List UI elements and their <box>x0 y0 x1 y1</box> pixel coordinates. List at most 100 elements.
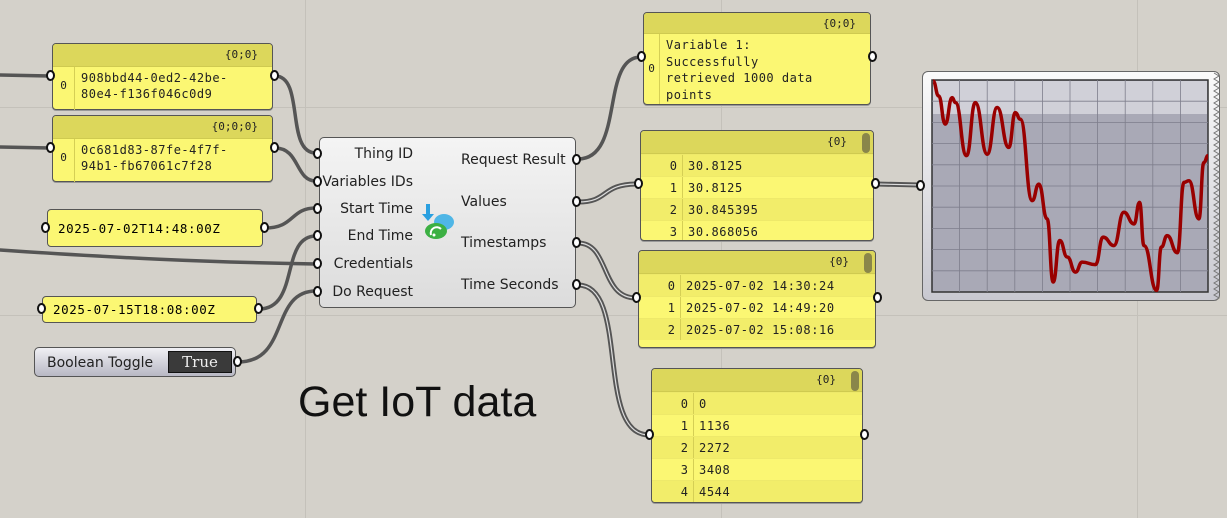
scrollbar[interactable] <box>862 133 870 153</box>
wire <box>273 74 318 155</box>
get-iot-data-component[interactable]: Thing ID Variables IDs Start Time End Ti… <box>319 137 576 308</box>
wire <box>0 73 52 78</box>
item-value: 30.8125 <box>688 180 743 195</box>
group-title: Get IoT data <box>298 378 537 426</box>
panel-path-header: {0;0} <box>644 13 870 34</box>
path-label: {0} <box>829 255 849 268</box>
output-port[interactable] <box>572 154 581 165</box>
input-port[interactable] <box>37 303 46 314</box>
output-port[interactable] <box>860 429 869 440</box>
item-index: 1 <box>639 297 681 318</box>
input-port[interactable] <box>313 203 322 214</box>
panel-path-header: {0} <box>652 369 862 392</box>
variable-id-line1: 0c681d83-87fe-4f7f- <box>81 143 228 157</box>
output-port[interactable] <box>868 51 877 62</box>
input-do-request: Do Request <box>332 284 413 300</box>
input-port[interactable] <box>645 429 654 440</box>
graph-plot <box>931 72 1220 301</box>
input-port[interactable] <box>637 51 646 62</box>
input-port[interactable] <box>313 148 322 159</box>
output-time-seconds: Time Seconds <box>461 277 559 293</box>
output-port[interactable] <box>254 303 263 314</box>
start-time-panel[interactable]: 2025-07-02T14:48:00Z <box>47 209 263 247</box>
item-index: 0 <box>644 34 660 104</box>
output-port[interactable] <box>572 279 581 290</box>
scrollbar[interactable] <box>851 371 859 391</box>
item-value: 0 <box>699 396 707 411</box>
list-item: 2 2025-07-02 15:08:16 <box>639 318 875 340</box>
input-thing-id: Thing ID <box>354 146 413 162</box>
toggle-value[interactable]: True <box>168 351 232 373</box>
output-port[interactable] <box>270 70 279 81</box>
variable-id-line2: 94b1-fb67061c7f28 <box>81 159 213 173</box>
input-end-time: End Time <box>347 228 413 244</box>
item-value: 30.845395 <box>688 202 759 217</box>
request-result-panel[interactable]: {0;0} 0 Variable 1: Successfully retriev… <box>643 12 871 105</box>
input-port[interactable] <box>313 230 322 241</box>
input-port[interactable] <box>313 176 322 187</box>
result-line: Successfully <box>666 54 759 69</box>
start-time-value: 2025-07-02T14:48:00Z <box>58 220 221 236</box>
output-port[interactable] <box>270 142 279 153</box>
wire <box>257 234 318 311</box>
graph-zigzag-edge <box>1213 72 1220 301</box>
path-label: {0} <box>816 373 836 386</box>
end-time-value: 2025-07-15T18:08:00Z <box>53 302 216 317</box>
input-port[interactable] <box>313 258 322 269</box>
output-port[interactable] <box>233 356 242 367</box>
item-index: 2 <box>639 319 681 340</box>
item-value: 2025-07-02 15:08:16 <box>686 322 835 337</box>
input-port[interactable] <box>313 286 322 297</box>
output-port[interactable] <box>572 237 581 248</box>
input-port[interactable] <box>46 142 55 153</box>
toggle-label: Boolean Toggle <box>47 355 154 371</box>
thing-id-panel[interactable]: {0;0} 0 908bbd44-0ed2-42be-80e4-f136f046… <box>52 43 273 110</box>
boolean-toggle[interactable]: Boolean Toggle True <box>34 347 236 377</box>
item-value: 4544 <box>699 484 731 499</box>
item-value: 3408 <box>699 462 731 477</box>
output-port[interactable] <box>572 196 581 207</box>
output-port[interactable] <box>260 222 269 233</box>
wire <box>263 206 318 230</box>
item-index: 0 <box>53 67 75 110</box>
item-index: 1 <box>652 415 694 436</box>
thing-id-line1: 908bbd44-0ed2-42be- <box>81 71 228 85</box>
input-port[interactable] <box>632 292 641 303</box>
input-port[interactable] <box>46 70 55 81</box>
result-line: retrieved 1000 data <box>666 71 813 85</box>
wire <box>0 145 52 150</box>
quick-graph[interactable] <box>922 71 1220 301</box>
canvas-grid-line <box>305 0 306 518</box>
wire <box>0 248 318 266</box>
item-index: 2 <box>641 199 683 220</box>
wire <box>236 289 318 364</box>
input-variables-ids: Variables IDs <box>322 174 413 190</box>
item-index: 0 <box>652 393 694 414</box>
variable-ids-panel[interactable]: {0;0;0} 0 0c681d83-87fe-4f7f-94b1-fb6706… <box>52 115 273 182</box>
input-port[interactable] <box>916 180 925 191</box>
end-time-panel[interactable]: 2025-07-15T18:08:00Z <box>42 296 257 323</box>
wire <box>273 146 318 183</box>
output-port[interactable] <box>871 178 880 189</box>
output-port[interactable] <box>873 292 882 303</box>
item-index: 4 <box>652 481 694 502</box>
scrollbar[interactable] <box>864 253 872 273</box>
list-item: 4 4544 <box>652 480 862 502</box>
data-series-line <box>932 79 1209 293</box>
item-index: 0 <box>639 275 681 296</box>
panel-path-header: {0} <box>639 251 875 274</box>
canvas-grid-line <box>0 315 1227 316</box>
wire <box>575 181 641 205</box>
input-port[interactable] <box>634 178 643 189</box>
input-credentials: Credentials <box>333 256 413 272</box>
item-value: 2272 <box>699 440 731 455</box>
input-port[interactable] <box>41 222 50 233</box>
